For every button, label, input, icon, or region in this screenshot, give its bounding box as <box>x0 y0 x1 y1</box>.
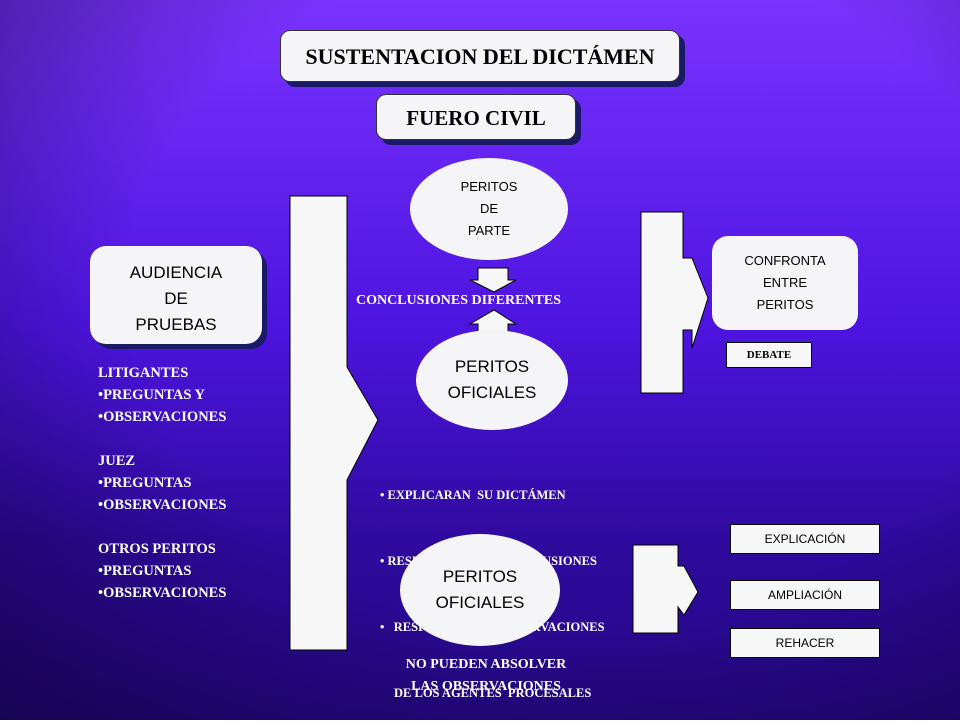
double-arrow <box>469 267 517 293</box>
peritos-oficiales-line: OFICIALES <box>435 593 525 612</box>
option-ampliacion: AMPLIACIÓN <box>730 580 880 610</box>
duty-item: DE LOS AGENTES PROCESALES <box>394 686 592 700</box>
otros-peritos-item: •OBSERVACIONES <box>98 585 227 601</box>
litigantes-heading: LITIGANTES <box>98 365 189 381</box>
peritos-parte-line: PARTE <box>467 223 511 238</box>
main-bracket-arrow <box>289 195 379 651</box>
otros-peritos-item: •PREGUNTAS <box>98 563 192 579</box>
debate-box: DEBATE <box>726 342 812 368</box>
duty-item: • EXPLICARAN SU DICTÁMEN <box>380 488 566 502</box>
juez-item: •OBSERVACIONES <box>98 497 227 513</box>
peritos-oficiales-ellipse-2: PERITOS OFICIALES <box>400 534 560 646</box>
conclusiones-label: CONCLUSIONES DIFERENTES <box>356 293 561 308</box>
participants-list: LITIGANTES •PREGUNTAS Y •OBSERVACIONES J… <box>98 362 226 604</box>
page-title: SUSTENTACION DEL DICTÁMEN <box>280 30 680 82</box>
confronta-box: CONFRONTA ENTRE PERITOS <box>712 236 858 330</box>
juez-heading: JUEZ <box>98 453 136 469</box>
options-arrow <box>632 544 699 634</box>
peritos-parte-line: DE <box>479 201 499 216</box>
confronta-line: CONFRONTA <box>744 253 826 268</box>
peritos-oficiales-line: PERITOS <box>454 357 530 376</box>
audiencia-box: AUDIENCIA DE PRUEBAS <box>90 246 262 344</box>
litigantes-item: •OBSERVACIONES <box>98 409 227 425</box>
peritos-parte-ellipse: PERITOS DE PARTE <box>410 158 568 260</box>
peritos-oficiales-line: PERITOS <box>442 567 518 586</box>
confronta-line: PERITOS <box>756 297 814 312</box>
confronta-line: ENTRE <box>762 275 808 290</box>
no-pueden-line: NO PUEDEN ABSOLVER <box>405 657 567 672</box>
subtitle-box: FUERO CIVIL <box>376 94 576 140</box>
double-arrow-lower <box>468 309 518 337</box>
juez-item: •PREGUNTAS <box>98 475 192 491</box>
audiencia-line-1: AUDIENCIA <box>129 263 223 282</box>
option-explicacion: EXPLICACIÓN <box>730 524 880 554</box>
audiencia-line-2: DE <box>164 289 188 308</box>
otros-peritos-heading: OTROS PERITOS <box>98 541 216 557</box>
option-rehacer: REHACER <box>730 628 880 658</box>
litigantes-item: •PREGUNTAS Y <box>98 387 205 403</box>
no-pueden-line: LAS OBSERVACIONES <box>411 679 561 694</box>
peritos-oficiales-ellipse-1: PERITOS OFICIALES <box>416 330 568 430</box>
audiencia-line-3: PRUEBAS <box>135 315 217 334</box>
no-pueden-label: NO PUEDEN ABSOLVER LAS OBSERVACIONES <box>376 654 596 698</box>
confronta-arrow <box>640 211 709 394</box>
peritos-oficiales-line: OFICIALES <box>447 383 537 402</box>
peritos-parte-line: PERITOS <box>460 179 518 194</box>
